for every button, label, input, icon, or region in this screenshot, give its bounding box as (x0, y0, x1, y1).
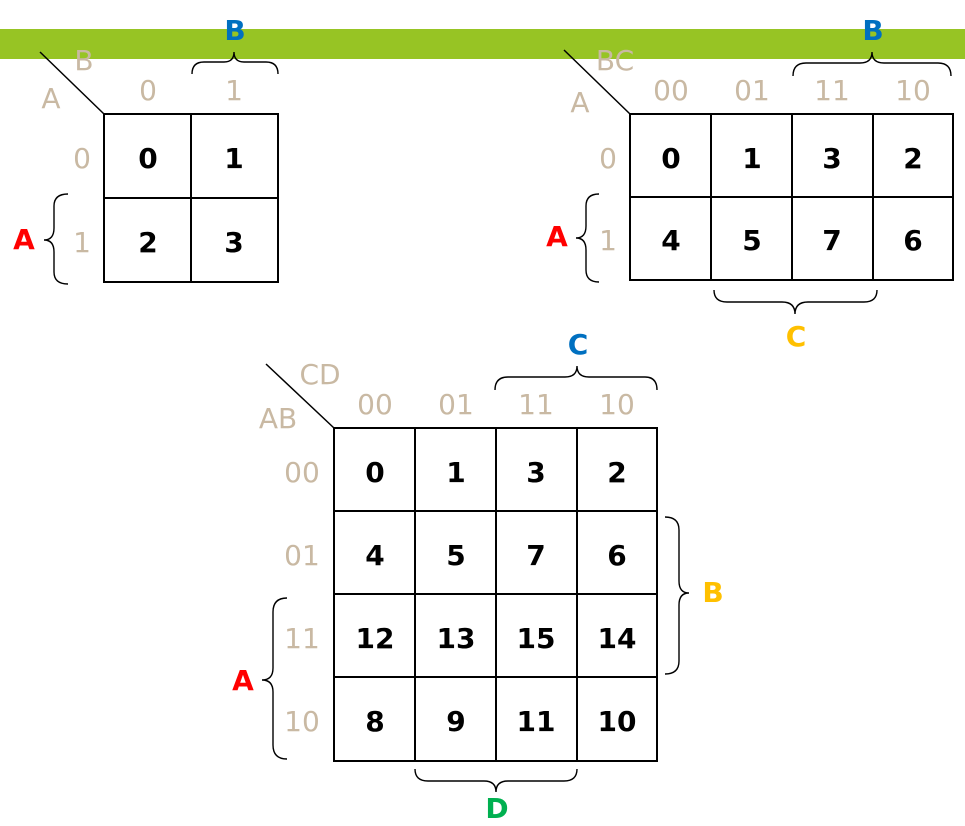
brace-a-left (261, 597, 288, 760)
row-label: 1 (599, 224, 617, 257)
corner-diagonal (265, 363, 335, 429)
kmap-cell: 3 (526, 456, 545, 489)
kmap-cell: 5 (742, 224, 761, 257)
variable-a-label: A (232, 664, 254, 697)
column-label: 10 (599, 388, 635, 421)
kmap-cell: 7 (526, 539, 545, 572)
kmap-cell: 4 (365, 539, 384, 572)
kmap-cell: 12 (356, 622, 395, 655)
row-label: 0 (599, 142, 617, 175)
kmap-cell: 7 (822, 224, 841, 257)
kmap-cell: 4 (661, 224, 680, 257)
column-label: 1 (225, 74, 243, 107)
row-label: 0 (73, 142, 91, 175)
kmap-3-variable: BC A 00 01 11 10 0 1 0 1 3 2 4 5 7 6 B A… (546, 14, 954, 353)
column-label: 11 (518, 388, 554, 421)
variable-b-label: B (702, 576, 723, 609)
kmap-cell: 11 (517, 705, 556, 738)
kmap-cell: 10 (598, 705, 637, 738)
brace-b-top (191, 51, 279, 75)
kmap-cell: 6 (903, 224, 922, 257)
row-label: 1 (73, 226, 91, 259)
kmap-cell: 2 (903, 142, 922, 175)
variable-b-label: B (224, 14, 245, 47)
row-label: 10 (284, 705, 320, 738)
row-label: 00 (284, 456, 320, 489)
kmap-cell: 2 (607, 456, 626, 489)
corner-column-variable: CD (299, 358, 340, 391)
kmap-cell: 5 (446, 539, 465, 572)
kmap-4-variable: CD AB 00 01 11 10 00 01 11 10 0 1 3 2 4 … (232, 328, 724, 825)
brace-d-bottom (414, 768, 578, 793)
column-label: 00 (653, 74, 689, 107)
kmap-cell: 1 (742, 142, 761, 175)
variable-c-label: C (786, 320, 807, 353)
kmap-cell: 3 (224, 226, 243, 259)
column-label: 10 (895, 74, 931, 107)
kmap-cell: 0 (365, 456, 384, 489)
kmap-cell: 14 (598, 622, 637, 655)
column-label: 0 (139, 74, 157, 107)
corner-diagonal (39, 51, 105, 115)
kmap-cell: 1 (446, 456, 465, 489)
brace-c-bottom (713, 289, 878, 315)
kmap-cell: 2 (138, 226, 157, 259)
corner-row-variable: A (41, 82, 60, 115)
brace-a-left (575, 193, 600, 283)
kmap-cell: 8 (365, 705, 384, 738)
corner-row-variable: AB (259, 402, 297, 435)
column-label: 01 (438, 388, 474, 421)
corner-row-variable: A (570, 86, 589, 119)
kmap-cell: 0 (661, 142, 680, 175)
kmap-cell: 15 (517, 622, 556, 655)
kmap-cell: 1 (224, 142, 243, 175)
variable-b-label: B (862, 14, 883, 47)
corner-column-variable: BC (596, 44, 634, 77)
green-banner (0, 29, 965, 59)
row-label: 01 (284, 539, 320, 572)
brace-a-left (43, 193, 69, 285)
variable-c-label: C (568, 328, 589, 361)
variable-d-label: D (485, 792, 508, 825)
kmap-cell: 6 (607, 539, 626, 572)
kmap-2-variable: B A 0 1 0 1 0 1 2 3 B A (13, 14, 279, 285)
row-label: 11 (284, 622, 320, 655)
kmap-cell: 13 (437, 622, 476, 655)
corner-diagonal (563, 49, 631, 115)
variable-a-label: A (546, 220, 568, 253)
column-label: 00 (357, 388, 393, 421)
kmap-cell: 3 (822, 142, 841, 175)
brace-c-top (494, 365, 658, 391)
brace-b-top (792, 51, 952, 77)
column-label: 11 (814, 74, 850, 107)
brace-b-right (664, 516, 690, 675)
corner-column-variable: B (74, 44, 93, 77)
kmap-cell: 9 (446, 705, 465, 738)
column-label: 01 (734, 74, 770, 107)
variable-a-label: A (13, 223, 35, 256)
kmap-cell: 0 (138, 142, 157, 175)
